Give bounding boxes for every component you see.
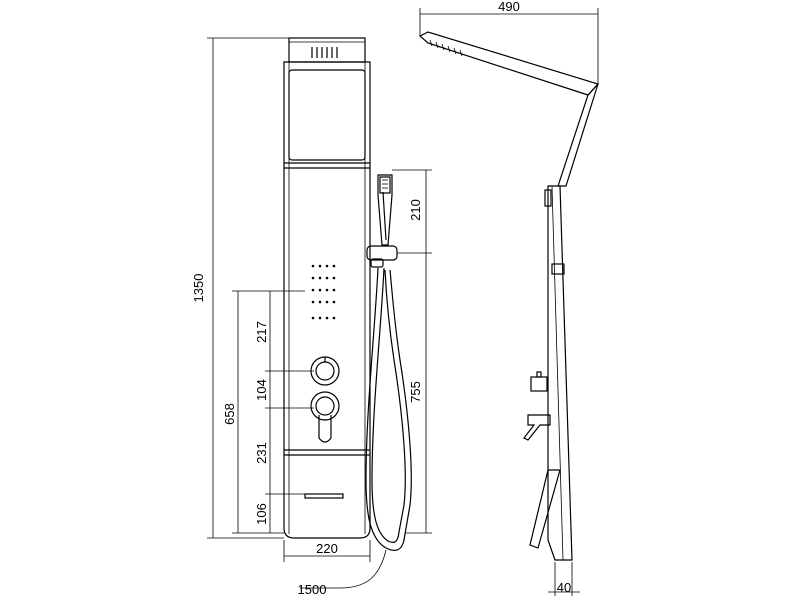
top-vent-slots	[311, 47, 338, 58]
shower-arm	[557, 83, 599, 187]
side-view	[418, 8, 600, 596]
side-hand-shower	[544, 189, 552, 207]
upper-panel	[288, 69, 366, 161]
side-waterfall	[529, 469, 561, 549]
dim-side-depth: 40	[557, 580, 571, 595]
body-jets	[311, 264, 336, 320]
dim-mixer-spacing: 231	[254, 442, 269, 464]
hand-shower-holder	[366, 245, 398, 261]
hand-shower	[377, 174, 393, 246]
mixer-lever	[318, 415, 332, 443]
dim-hose-height: 755	[408, 381, 423, 403]
dim-hand-shower: 210	[408, 199, 423, 221]
dim-knob-spacing: 104	[254, 379, 269, 401]
dim-upper-spacing: 217	[254, 321, 269, 343]
side-diverter	[530, 376, 548, 392]
mixer-knob	[310, 391, 340, 421]
hose-leader-line	[300, 549, 387, 589]
side-holder	[551, 263, 565, 275]
hand-shower-assembly	[365, 174, 412, 551]
side-mixer-lever	[523, 414, 551, 441]
waterfall-spout	[304, 493, 344, 499]
column-side	[547, 185, 573, 561]
hand-shower-head	[379, 176, 391, 194]
dim-total-height: 1350	[191, 274, 206, 303]
rain-shower-head	[418, 31, 600, 96]
dim-lower-section: 658	[222, 403, 237, 425]
dim-panel-width: 220	[316, 541, 338, 556]
front-view	[283, 37, 371, 539]
column-body	[283, 61, 371, 539]
dimension-lines	[207, 37, 432, 589]
shower-hose	[365, 267, 412, 551]
dim-hose-length: 1500	[298, 582, 327, 597]
dim-bottom-spacing: 106	[254, 503, 269, 525]
dim-top-width: 490	[498, 0, 520, 14]
